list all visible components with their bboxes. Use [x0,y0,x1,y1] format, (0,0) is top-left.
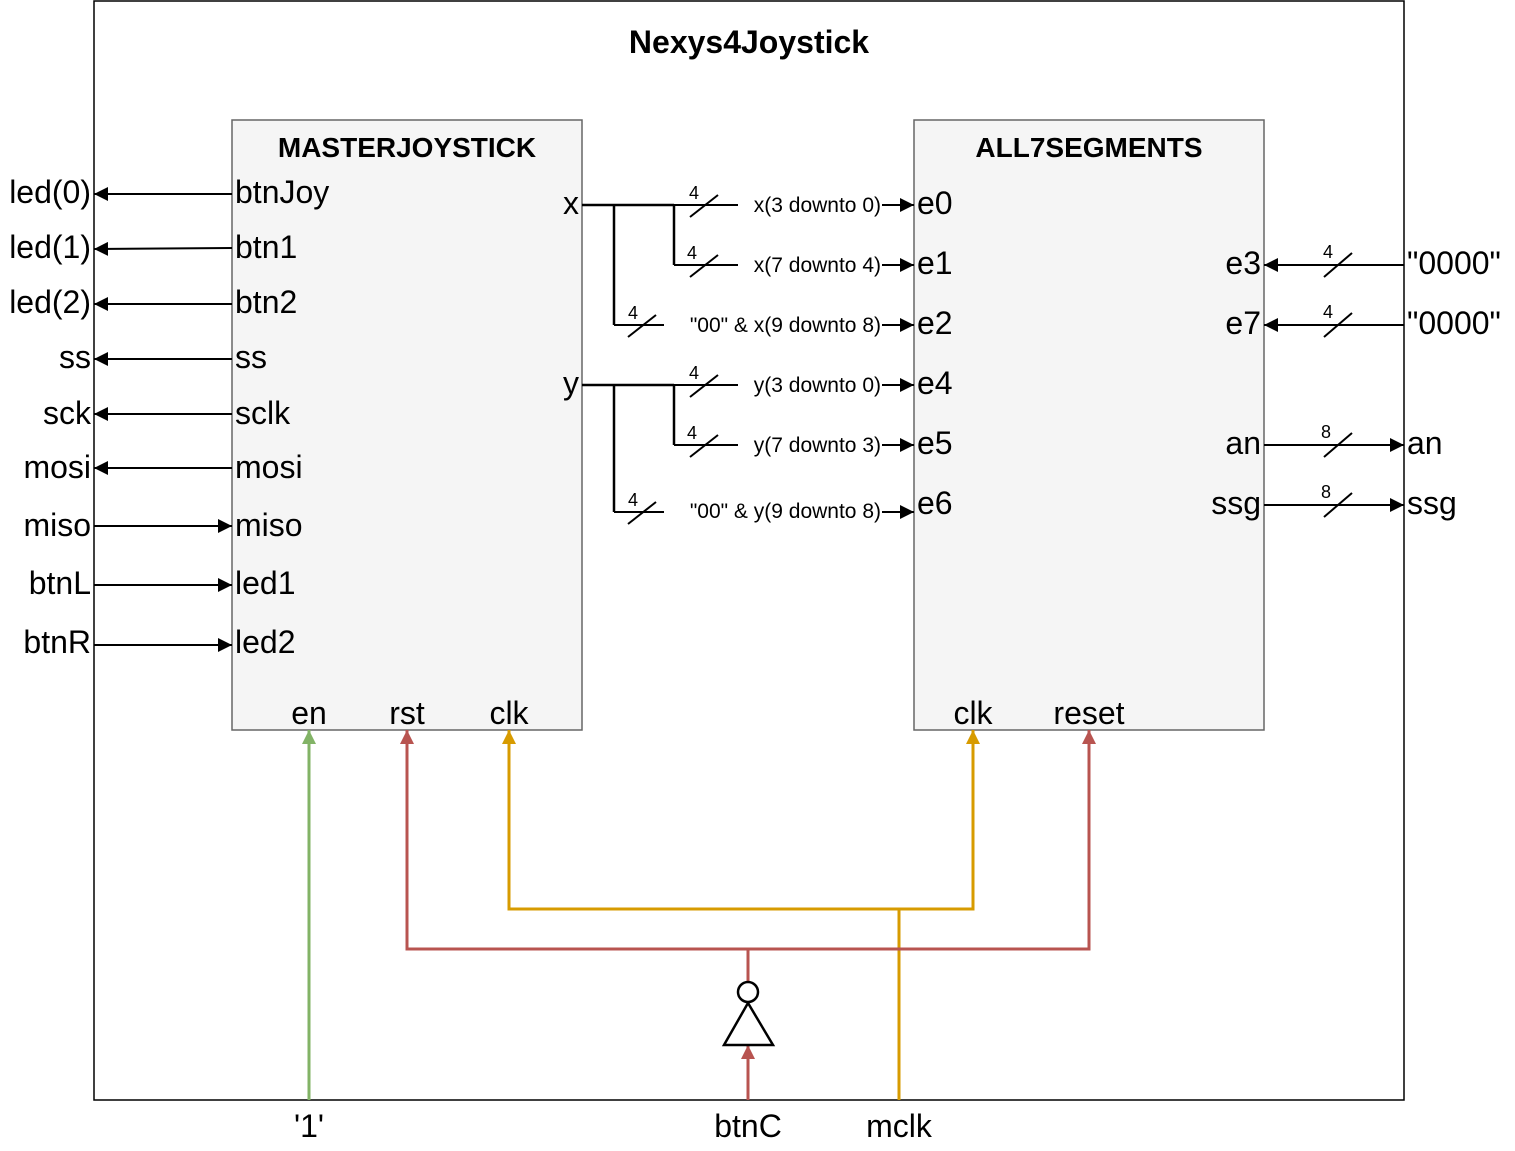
bus-width-x1: 4 [687,243,697,263]
bus-width-y0: 4 [689,363,699,383]
left-wires [93,187,233,652]
mid-signal-y1: y(7 downto 3) [754,434,881,457]
bus-width-ssg: 8 [1321,482,1331,502]
pin-mosi: mosi [235,449,303,485]
pin-led2: led2 [235,624,296,660]
pin-rst: rst [389,695,425,731]
mid-signal-x1: x(7 downto 4) [754,254,881,277]
reset-wires [400,730,1096,1100]
entity-title: Nexys4Joystick [629,24,869,60]
pin-e2: e2 [917,305,953,341]
signal-btnc: btnC [714,1108,782,1144]
pin-e0: e0 [917,185,953,221]
signal-led2: led(2) [9,284,91,320]
pin-e3: e3 [1225,245,1261,281]
bus-width-x2: 4 [628,303,638,323]
x-bus [582,203,676,325]
pin-sclk: sclk [235,395,291,431]
pin-clk-seg: clk [953,695,993,731]
pin-x: x [563,185,579,221]
signal-sck: sck [43,395,92,431]
y-bus [582,383,676,512]
mid-signal-y0: y(3 downto 0) [754,374,881,397]
right-wires [1264,252,1404,518]
pin-ssg: ssg [1211,485,1261,521]
pin-btnjoy: btnJoy [235,174,329,210]
pin-ss: ss [235,339,267,375]
signal-mosi: mosi [23,449,91,485]
signal-miso: miso [23,507,91,543]
pin-en: en [291,695,327,731]
master-block-name: MASTERJOYSTICK [278,132,536,163]
pin-led1: led1 [235,565,296,601]
signal-ssg: ssg [1407,485,1457,521]
signal-an: an [1407,425,1443,461]
pin-clk-master: clk [489,695,529,731]
master-block [231,119,583,731]
pin-e4: e4 [917,365,953,401]
signal-led1: led(1) [9,229,91,265]
pin-reset: reset [1053,695,1124,731]
mid-signal-x0: x(3 downto 0) [754,194,881,217]
mid-signal-x2: "00" & x(9 downto 8) [690,314,881,337]
signal-led0: led(0) [9,174,91,210]
bus-width-e7: 4 [1323,302,1333,322]
signal-ss: ss [59,339,91,375]
clock-wires [502,730,980,1100]
pin-y: y [563,365,579,401]
signal-const-one: '1' [294,1108,324,1144]
signal-const-e7: "0000" [1407,305,1501,341]
bus-width-x0: 4 [689,183,699,203]
signal-btnl: btnL [29,565,91,601]
bus-width-e3: 4 [1323,242,1333,262]
signal-const-e3: "0000" [1407,245,1501,281]
seg-block [913,119,1265,731]
pin-e5: e5 [917,425,953,461]
mid-signal-y2: "00" & y(9 downto 8) [690,500,881,523]
bus-width-y1: 4 [687,423,697,443]
signal-btnr: btnR [23,624,91,660]
bus-width-an: 8 [1321,422,1331,442]
not-gate [721,980,776,1047]
seg-block-name: ALL7SEGMENTS [975,132,1202,163]
pin-e7: e7 [1225,305,1261,341]
mid-label-bg [664,193,882,524]
pin-btn1: btn1 [235,229,297,265]
pin-an: an [1225,425,1261,461]
bus-width-y2: 4 [628,490,638,510]
pin-miso: miso [235,507,303,543]
pin-e1: e1 [917,245,953,281]
signal-mclk: mclk [866,1108,933,1144]
pin-e6: e6 [917,485,953,521]
pin-btn2: btn2 [235,284,297,320]
